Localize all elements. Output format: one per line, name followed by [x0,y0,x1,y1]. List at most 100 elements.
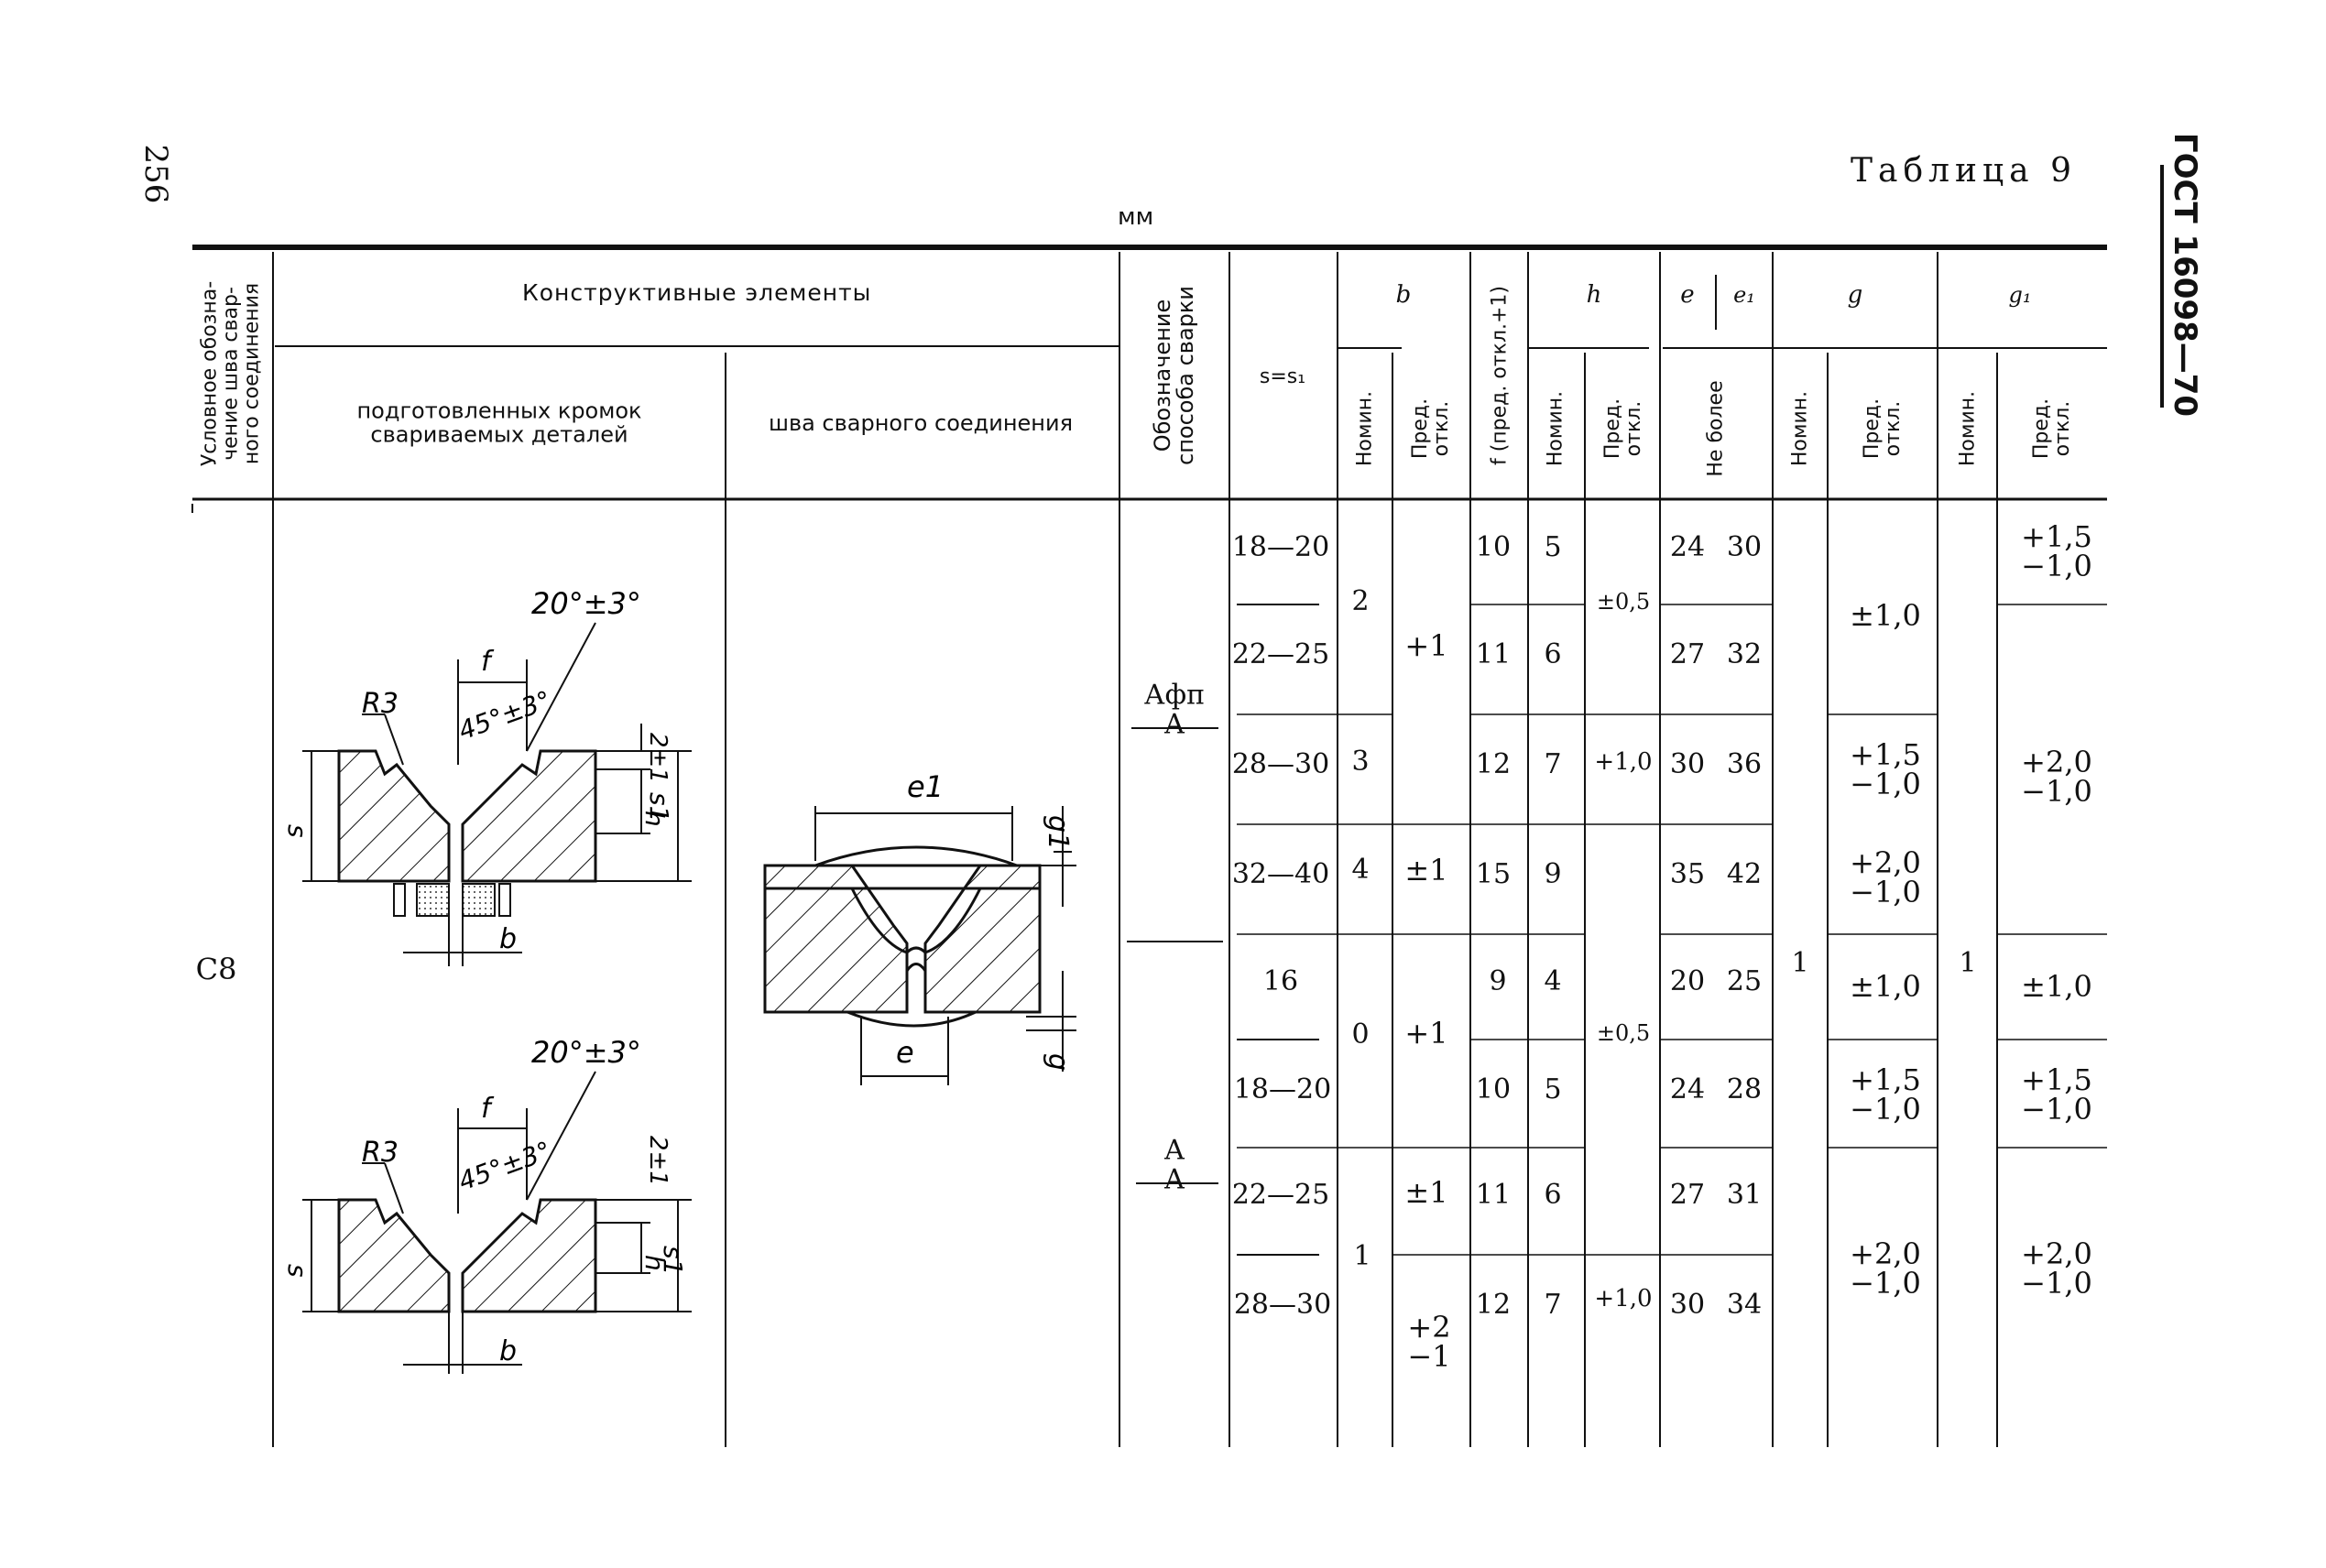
e1-val: 31 [1726,1179,1763,1211]
header-b: b [1395,281,1412,309]
s-val: 22—25 [1231,1179,1330,1211]
h-dev: ±0,5 [1596,1020,1651,1046]
f-val: 11 [1475,638,1512,670]
g1-dev: ±1,0 [2021,969,2092,1004]
s-val: 32—40 [1231,858,1330,890]
label-angle1-lower: 20°±3° [531,1035,641,1070]
e-val: 30 [1669,748,1706,780]
e1-val: 25 [1726,965,1763,997]
f-val: 9 [1489,965,1507,997]
g-dev: ±1,0 [1850,598,1921,633]
row-label: С8 [195,952,237,986]
e-val: 24 [1669,531,1706,563]
b-nom: 1 [1353,1240,1371,1272]
label-angle1: 20°±3° [531,586,641,621]
g-dev: +1,5−1,0 [1850,1062,1921,1127]
e1-val: 30 [1726,531,1763,563]
unit-label: мм [1118,203,1154,231]
header-e: e [1680,281,1695,309]
b-nom: 0 [1351,1018,1370,1051]
e1-val: 36 [1726,748,1763,780]
h-nom: 6 [1544,638,1562,670]
h-nom: 4 [1544,965,1562,997]
e-val: 27 [1669,638,1706,670]
f-val: 12 [1475,748,1512,780]
header-h: h [1586,281,1602,309]
label-g: g [1042,1053,1074,1071]
label-s-lower: s [282,1264,312,1278]
label-e1: e1 [907,769,944,804]
header-g: g [1847,281,1863,309]
e-val: 24 [1669,1073,1706,1105]
label-h-lower: h [639,1255,670,1271]
b-dev: ±1 [1404,1175,1448,1210]
s-val: 28—30 [1233,1289,1332,1321]
h-dev: ±0,5 [1596,589,1651,615]
b-nom: 3 [1351,746,1370,778]
label-s1: s1 [644,792,674,822]
g1-dev: +1,5−1,0 [2021,1062,2092,1127]
b-nom: 4 [1351,854,1370,886]
label-g1: g1 [1042,815,1074,850]
h-nom: 9 [1544,858,1562,890]
b-dev: +1 [1404,1016,1448,1051]
h-nom: 5 [1544,1073,1562,1105]
label-s: s [282,824,312,838]
gost-rule [2160,165,2164,408]
b-dev: ±1 [1404,853,1448,887]
header-g1: g₁ [2008,282,2032,308]
f-val: 10 [1475,531,1512,563]
e1-val: 32 [1726,638,1763,670]
s-val: 22—25 [1231,638,1330,670]
h-nom: 6 [1544,1179,1562,1211]
f-val: 15 [1475,858,1512,890]
h-dev: +1,0 [1594,1285,1653,1312]
header-e1: e₁ [1733,282,1755,308]
g-nom: 1 [1791,947,1809,979]
s-val: 16 [1262,965,1299,997]
h-dev: +1,0 [1594,748,1653,776]
b-nom: 2 [1351,585,1370,617]
label-h: h [639,811,670,827]
e-val: 27 [1669,1179,1706,1211]
g1-nom: 1 [1959,947,1977,979]
g1-dev: +2,0−1,0 [2021,745,2092,809]
s-val: 18—20 [1233,1073,1332,1105]
label-s1-lower: s1 [658,1246,688,1275]
label-two: 2±1 [644,733,672,783]
e-val: 30 [1669,1289,1706,1321]
label-radius-lower: R3 [362,1137,399,1169]
e-val: 35 [1669,858,1706,890]
g-dev: +1,5−1,0 [1850,737,1921,801]
header-constructive: Конструктивные элементы [522,279,872,306]
g1-dev: +2,0−1,0 [2021,1236,2092,1301]
header-seam: шва сварного соединения [768,410,1074,436]
f-val: 10 [1475,1073,1512,1105]
g-dev: ±1,0 [1850,969,1921,1004]
label-b: b [499,923,517,955]
s-val: 28—30 [1231,748,1330,780]
e1-val: 34 [1726,1289,1763,1321]
label-b-lower: b [499,1335,517,1367]
header-s: s=s₁ [1259,365,1306,388]
f-val: 12 [1475,1289,1512,1321]
e1-val: 42 [1726,858,1763,890]
g-dev: +2,0−1,0 [1850,845,1921,909]
g1-dev: +1,5−1,0 [2021,519,2092,583]
e-val: 20 [1669,965,1706,997]
e1-val: 28 [1726,1073,1763,1105]
b-dev: +2−1 [1407,1310,1451,1374]
h-nom: 7 [1544,1289,1562,1321]
g-dev: +2,0−1,0 [1850,1236,1921,1301]
label-two-lower: 2±1 [644,1136,672,1186]
label-radius: R3 [362,688,399,720]
table-title: Таблица 9 [1851,152,2077,190]
h-nom: 7 [1544,748,1562,780]
label-e: e [896,1035,914,1070]
